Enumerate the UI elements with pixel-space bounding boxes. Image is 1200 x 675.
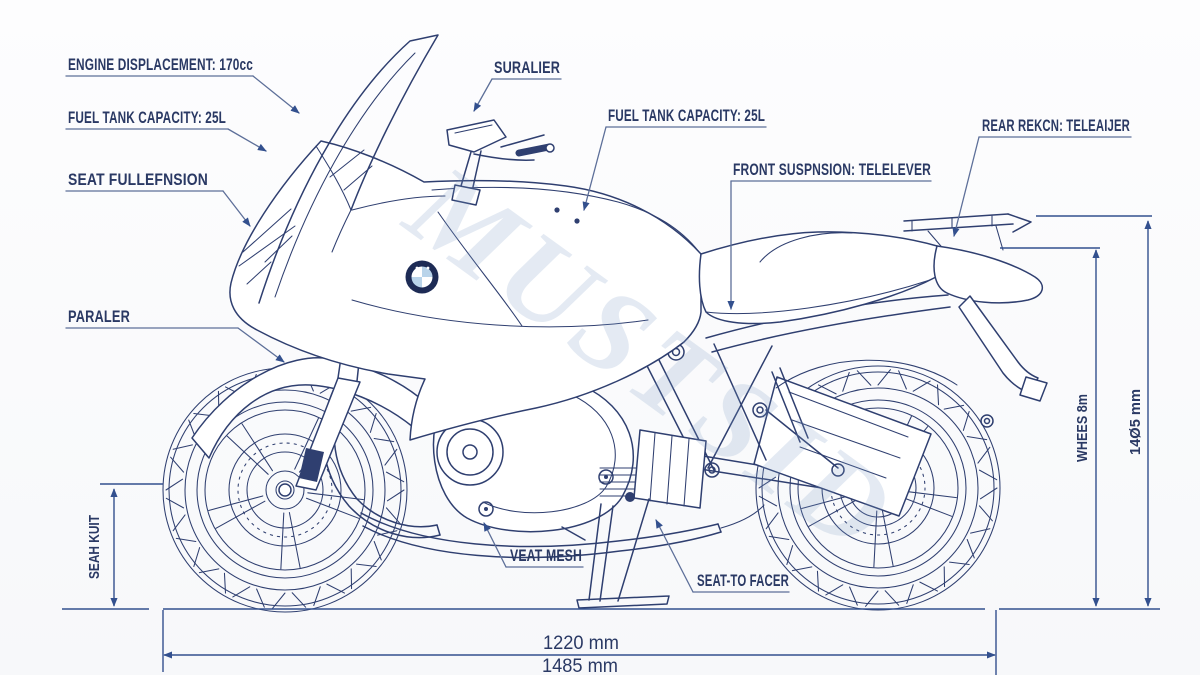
dimension-label: 1485 mm [542,656,618,675]
callout-label: FUEL TANK CAPACITY: 25L [608,107,765,125]
callout-annotations: ENGINE DISPLACEMENT: 170cc FUEL TANK CAP… [65,56,1132,593]
tail-section [933,245,1048,402]
handlebar-mirror [446,119,555,206]
callout-rear-suspension: REAR REKCN: TELEAIJER [952,117,1132,237]
callout-label: ENGINE DISPLACEMENT: 170cc [68,56,253,74]
center-stand [561,492,670,609]
callout-paraler: PARALER [65,308,285,363]
dimension-overall-height: 14Ø5 mm [1036,215,1152,607]
callout-fuel-tank-center: FUEL TANK CAPACITY: 25L [582,107,767,211]
callout-label: VEAT MESH [510,547,582,565]
seat [698,231,943,325]
dimension-label: 14Ø5 mm [1128,389,1144,455]
dimension-overall-length: 1485 mm [542,656,618,675]
callout-suralier: SURALIER [473,59,562,112]
dimension-seat-height: WHEES 8m [1000,247,1100,607]
callout-label: FUEL TANK CAPACITY: 25L [68,109,226,127]
callout-label: SEAT-TO FACER [697,572,789,590]
callout-front-suspension: FRONT SUSPNSION: TELELEVER [727,161,932,310]
motorcycle-drawing [162,34,1048,613]
dimension-front-axle-height: SEAH KUIT [87,483,163,607]
callout-label: SURALIER [494,59,560,77]
front-wheel [162,367,408,613]
front-fork [278,329,363,497]
callout-engine-displacement: ENGINE DISPLACEMENT: 170cc [65,56,300,114]
callout-label: SEAT FULLEFNSION [68,171,208,189]
callout-seat-fullefnsion: SEAT FULLEFNSION [65,171,251,227]
dimension-wheelbase: 1220 mm [162,610,997,675]
dimension-label: WHEES 8m [1075,394,1091,462]
dimension-label: 1220 mm [543,633,619,654]
rear-hugger [775,359,958,389]
callout-label: PARALER [68,308,130,326]
callout-seat-to-facer: SEAT-TO FACER [655,519,790,593]
callout-fuel-tank-left: FUEL TANK CAPACITY: 25L [65,109,267,152]
callout-label: REAR REKCN: TELEAIJER [982,117,1130,135]
dimension-label: SEAH KUIT [87,515,103,579]
rear-rack [903,213,1032,253]
exhaust-pipe [360,504,765,559]
callout-label: FRONT SUSPNSION: TELELEVER [733,161,931,179]
callout-veat-mesh: VEAT MESH [483,522,584,568]
bmw-logo-icon [405,260,439,294]
frame [639,294,994,478]
dimension-annotations: SEAH KUIT WHEES 8m 14Ø5 mm 1220 mm 1485 … [62,215,1160,675]
windscreen [258,34,439,304]
